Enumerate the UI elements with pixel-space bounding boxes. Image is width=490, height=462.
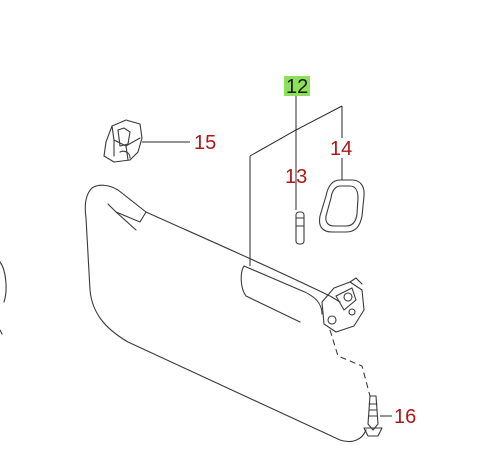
part-14-mirror-frame[interactable] — [318, 179, 365, 233]
adjacent-part-edge — [0, 261, 7, 335]
callout-14[interactable]: 14 — [330, 138, 352, 160]
callout-13[interactable]: 13 — [285, 166, 307, 188]
callout-12-group[interactable]: 12 — [284, 76, 310, 98]
callout-15[interactable]: 15 — [194, 132, 216, 154]
callout-12: 12 — [286, 76, 308, 98]
callout-16[interactable]: 16 — [394, 406, 416, 428]
callout-12-highlight — [284, 76, 310, 96]
part-15-visor-clip[interactable] — [103, 119, 143, 163]
part-13-pin[interactable] — [295, 211, 305, 245]
leader-lines — [142, 96, 392, 417]
part-visor-hinge-mount[interactable] — [321, 277, 365, 333]
part-sun-visor-body[interactable] — [84, 184, 371, 443]
part-16-screw[interactable] — [363, 395, 383, 437]
